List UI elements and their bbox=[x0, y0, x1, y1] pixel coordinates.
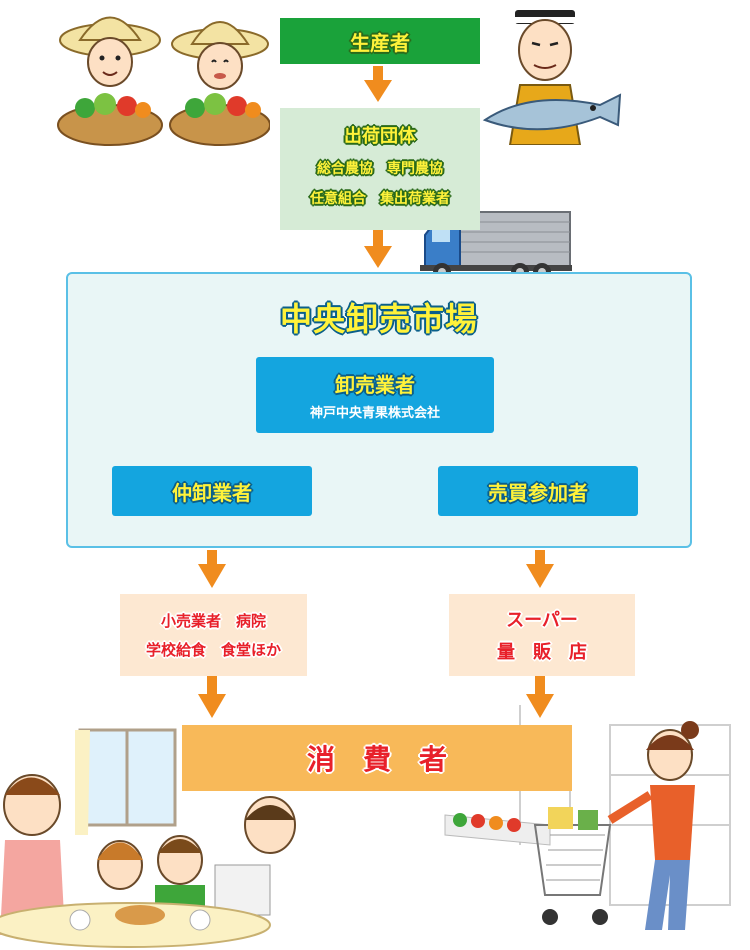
retail-left-line2: 学校給食 食堂ほか bbox=[145, 641, 281, 659]
arrow-market-to-retail-right bbox=[535, 550, 545, 566]
shipper-title: 出荷団体 bbox=[344, 126, 416, 147]
intermediate-wholesaler-label: 仲卸業者 bbox=[172, 480, 252, 505]
arrow-retail-right-to-consumer bbox=[535, 676, 545, 696]
retail-right-box: スーパー 量 販 店 bbox=[449, 594, 635, 676]
buying-participant-label: 売買参加者 bbox=[488, 480, 588, 505]
consumer-label: 消 費 者 bbox=[306, 743, 447, 776]
producer-box: 生産者 bbox=[280, 18, 480, 64]
arrow-market-to-retail-left bbox=[207, 550, 217, 566]
retail-left-line1: 小売業者 病院 bbox=[160, 612, 266, 630]
wholesaler-company: 神戸中央青果株式会社 bbox=[309, 406, 440, 421]
retail-right-line1: スーパー bbox=[506, 610, 578, 631]
wholesaler-box: 卸売業者 神戸中央青果株式会社 bbox=[256, 357, 494, 433]
shipper-box: 出荷団体 総合農協 専門農協 任意組合 集出荷業者 bbox=[280, 108, 480, 230]
intermediate-wholesaler-box: 仲卸業者 bbox=[112, 466, 312, 516]
retail-right-line2: 量 販 店 bbox=[497, 642, 587, 663]
shipper-type-general-coop: 総合農協 bbox=[317, 161, 373, 177]
arrow-shipper-to-market bbox=[373, 230, 383, 248]
consumer-box: 消 費 者 bbox=[182, 725, 572, 791]
shipper-type-specialized-coop: 専門農協 bbox=[387, 161, 443, 177]
shipper-type-voluntary-union: 任意組合 bbox=[310, 191, 366, 207]
fisherman-illustration bbox=[482, 10, 622, 145]
wholesaler-title: 卸売業者 bbox=[335, 373, 415, 397]
central-market-title: 中央卸売市場 bbox=[279, 300, 478, 338]
retail-left-box: 小売業者 病院 学校給食 食堂ほか bbox=[120, 594, 307, 676]
buying-participant-box: 売買参加者 bbox=[438, 466, 638, 516]
farmer-couple-illustration bbox=[57, 16, 270, 146]
arrow-producer-to-shipper bbox=[373, 66, 383, 82]
central-market-title-wrap: 中央卸売市場 bbox=[66, 292, 692, 342]
producer-label: 生産者 bbox=[350, 30, 410, 55]
family-dining-illustration bbox=[0, 728, 296, 948]
supermarket-shopper-illustration bbox=[444, 705, 731, 930]
arrow-retail-left-to-consumer bbox=[207, 676, 217, 696]
shipper-type-collection-dealer: 集出荷業者 bbox=[380, 191, 450, 207]
